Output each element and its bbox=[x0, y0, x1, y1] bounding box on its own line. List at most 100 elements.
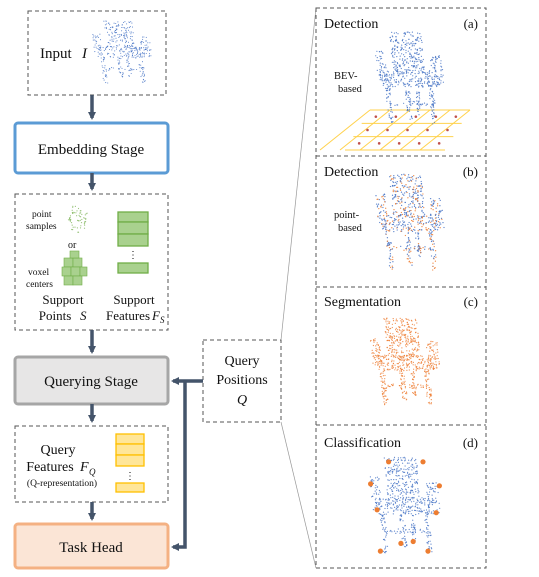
cloud-point bbox=[410, 341, 412, 343]
cloud-point bbox=[402, 193, 404, 195]
cloud-point bbox=[387, 362, 390, 364]
cloud-point bbox=[421, 66, 423, 68]
cloud-point bbox=[413, 525, 415, 527]
cloud-point bbox=[434, 491, 436, 493]
cloud-point bbox=[394, 53, 396, 55]
cloud-point bbox=[112, 47, 114, 49]
cloud-point bbox=[410, 55, 412, 58]
cloud-point bbox=[129, 47, 131, 49]
cloud-point bbox=[431, 501, 433, 504]
cloud-point bbox=[411, 473, 413, 475]
cloud-point bbox=[400, 510, 402, 512]
cloud-point bbox=[410, 180, 413, 182]
cloud-point bbox=[420, 367, 422, 369]
cloud-point bbox=[146, 44, 148, 46]
cloud-point bbox=[408, 469, 410, 471]
cloud-point bbox=[425, 221, 427, 224]
cloud-point bbox=[390, 39, 392, 41]
cloud-point bbox=[398, 341, 400, 343]
cloud-point bbox=[393, 67, 395, 69]
cloud-point bbox=[374, 340, 376, 342]
cloud-point bbox=[410, 337, 412, 339]
cloud-point bbox=[412, 371, 415, 373]
cloud-point bbox=[391, 248, 394, 250]
cloud-point bbox=[416, 91, 418, 93]
cloud-point bbox=[125, 29, 127, 31]
cloud-point bbox=[102, 47, 104, 49]
cloud-point bbox=[406, 44, 408, 46]
cloud-point bbox=[394, 45, 396, 48]
cloud-point bbox=[115, 32, 118, 34]
cloud-point bbox=[394, 225, 396, 227]
cloud-point bbox=[417, 488, 419, 490]
cloud-point bbox=[402, 502, 404, 504]
cloud-point bbox=[403, 173, 405, 175]
cloud-point bbox=[416, 92, 418, 94]
cloud-point bbox=[386, 334, 388, 336]
cloud-point bbox=[405, 191, 407, 193]
cloud-point bbox=[407, 230, 410, 232]
cloud-point bbox=[430, 232, 432, 234]
cloud-point bbox=[411, 478, 413, 480]
cloud-point bbox=[95, 42, 97, 44]
cloud-point bbox=[405, 482, 407, 484]
cloud-point bbox=[129, 45, 131, 48]
cloud-point bbox=[402, 512, 404, 514]
cloud-point bbox=[123, 27, 125, 29]
cloud-point bbox=[433, 67, 436, 69]
cloud-point bbox=[398, 336, 400, 338]
cloud-point bbox=[437, 357, 439, 360]
cloud-point bbox=[415, 367, 417, 369]
cloud-point bbox=[404, 503, 406, 505]
cloud-point bbox=[383, 83, 385, 85]
cloud-point bbox=[414, 506, 416, 508]
cloud-point bbox=[127, 61, 129, 63]
cloud-point bbox=[374, 356, 376, 359]
cloud-point bbox=[387, 230, 390, 232]
cloud-point bbox=[392, 333, 394, 335]
cloud-point bbox=[425, 386, 428, 388]
cloud-point bbox=[394, 48, 396, 50]
cloud-point bbox=[391, 367, 393, 369]
cloud-point bbox=[404, 77, 406, 79]
cloud-point bbox=[122, 72, 124, 74]
cloud-point bbox=[402, 490, 404, 493]
cloud-point bbox=[378, 489, 380, 492]
cloud-point bbox=[380, 223, 383, 225]
cloud-point bbox=[433, 502, 435, 504]
cloud-point bbox=[74, 205, 76, 207]
cloud-point bbox=[406, 58, 408, 60]
cloud-point bbox=[424, 369, 426, 371]
cloud-point bbox=[430, 355, 432, 357]
cloud-point bbox=[416, 506, 418, 509]
cloud-point bbox=[381, 378, 383, 380]
cloud-point bbox=[400, 49, 402, 52]
cloud-point bbox=[383, 391, 385, 394]
cloud-point bbox=[113, 54, 115, 56]
cloud-point bbox=[417, 363, 419, 365]
cloud-point bbox=[399, 518, 401, 520]
panel-a-tag: (a) bbox=[464, 16, 478, 31]
cloud-point bbox=[394, 364, 396, 366]
cloud-point bbox=[432, 102, 435, 104]
cloud-point bbox=[398, 221, 400, 223]
cloud-point bbox=[142, 67, 144, 69]
cloud-point bbox=[391, 531, 393, 533]
cloud-point bbox=[400, 46, 402, 48]
cloud-point bbox=[427, 78, 429, 80]
cloud-point bbox=[392, 383, 394, 385]
cloud-point bbox=[409, 206, 411, 209]
cloud-point bbox=[417, 60, 419, 62]
cloud-point bbox=[427, 360, 429, 362]
cloud-point bbox=[384, 365, 386, 367]
cloud-point bbox=[400, 191, 403, 193]
cloud-point bbox=[395, 532, 397, 535]
cloud-point bbox=[405, 94, 407, 96]
cloud-point bbox=[405, 468, 407, 471]
cloud-point bbox=[404, 358, 406, 360]
cloud-point bbox=[396, 475, 398, 477]
cloud-point bbox=[410, 196, 412, 198]
cloud-point bbox=[393, 79, 395, 81]
cloud-point bbox=[94, 51, 96, 53]
cloud-point bbox=[394, 68, 396, 70]
